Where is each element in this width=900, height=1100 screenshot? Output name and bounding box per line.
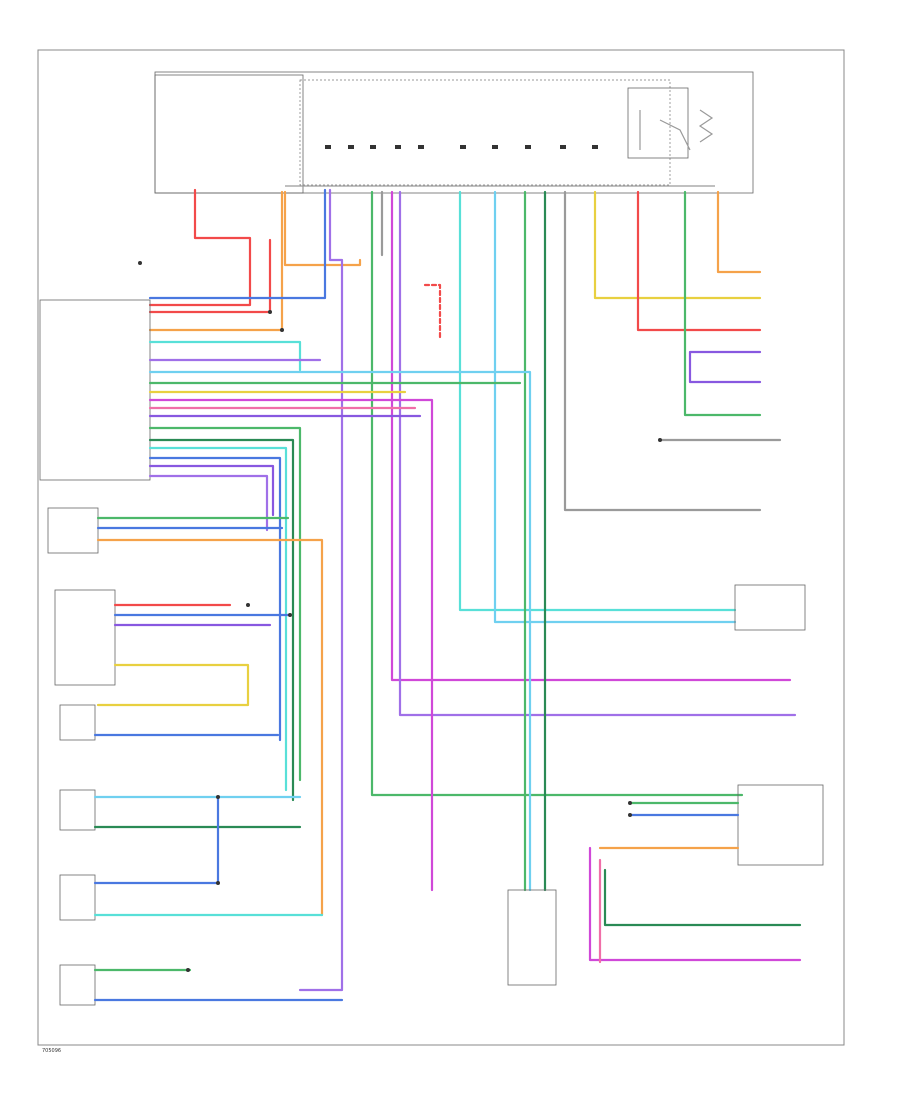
wire-green-a bbox=[370, 190, 744, 797]
wire-red-top bbox=[636, 190, 762, 332]
wire-red-feed bbox=[148, 238, 272, 314]
sensor-block bbox=[54, 589, 116, 686]
trailer-brake-module bbox=[737, 784, 824, 866]
wire-gray-b bbox=[563, 190, 762, 512]
power-distribution-center bbox=[154, 74, 304, 194]
body-control-module bbox=[299, 79, 671, 186]
switch-4 bbox=[59, 964, 96, 1006]
wire-orange-ground bbox=[283, 190, 362, 267]
switch-1 bbox=[59, 704, 96, 741]
bottom-module bbox=[507, 889, 557, 986]
switch-2 bbox=[59, 789, 96, 831]
wire-violet-bus bbox=[298, 188, 344, 992]
relay-coil bbox=[698, 109, 714, 143]
wire-yellow-top bbox=[593, 190, 762, 300]
wire-orange-top bbox=[716, 190, 762, 274]
diagram-frame bbox=[37, 49, 845, 1046]
wire-violet-a bbox=[398, 190, 797, 717]
module-pin-markers bbox=[325, 145, 598, 149]
wire-cyan-a bbox=[458, 190, 737, 612]
cluster-pin-wires bbox=[148, 340, 532, 892]
wire-right-magenta bbox=[588, 846, 802, 962]
wire-green-top bbox=[683, 190, 762, 417]
wire-red-dash bbox=[423, 283, 442, 342]
wire-right-darkgreen bbox=[603, 868, 802, 927]
tire-pressure-module bbox=[734, 584, 806, 631]
wire-purple-right bbox=[688, 350, 762, 384]
wire-red-fuse bbox=[148, 188, 252, 307]
splice-dots bbox=[138, 261, 662, 972]
wire-lightblue-a bbox=[493, 190, 737, 624]
wire-magenta-a bbox=[390, 190, 792, 682]
relay-switch bbox=[639, 110, 691, 151]
wire-blue-clock bbox=[148, 188, 327, 300]
totally-integrated-power-module bbox=[154, 71, 754, 194]
switch-3 bbox=[59, 874, 96, 921]
wire-sensor-yellow bbox=[96, 663, 250, 707]
relay-block bbox=[627, 87, 689, 159]
wire-orange-ign bbox=[148, 190, 284, 332]
instrument-cluster-connector bbox=[39, 299, 151, 481]
footer-code: 705096 bbox=[42, 1048, 61, 1054]
steering-control-module bbox=[47, 507, 99, 554]
wire-steering-orange bbox=[96, 538, 324, 917]
wire-switch-3a bbox=[93, 795, 220, 885]
